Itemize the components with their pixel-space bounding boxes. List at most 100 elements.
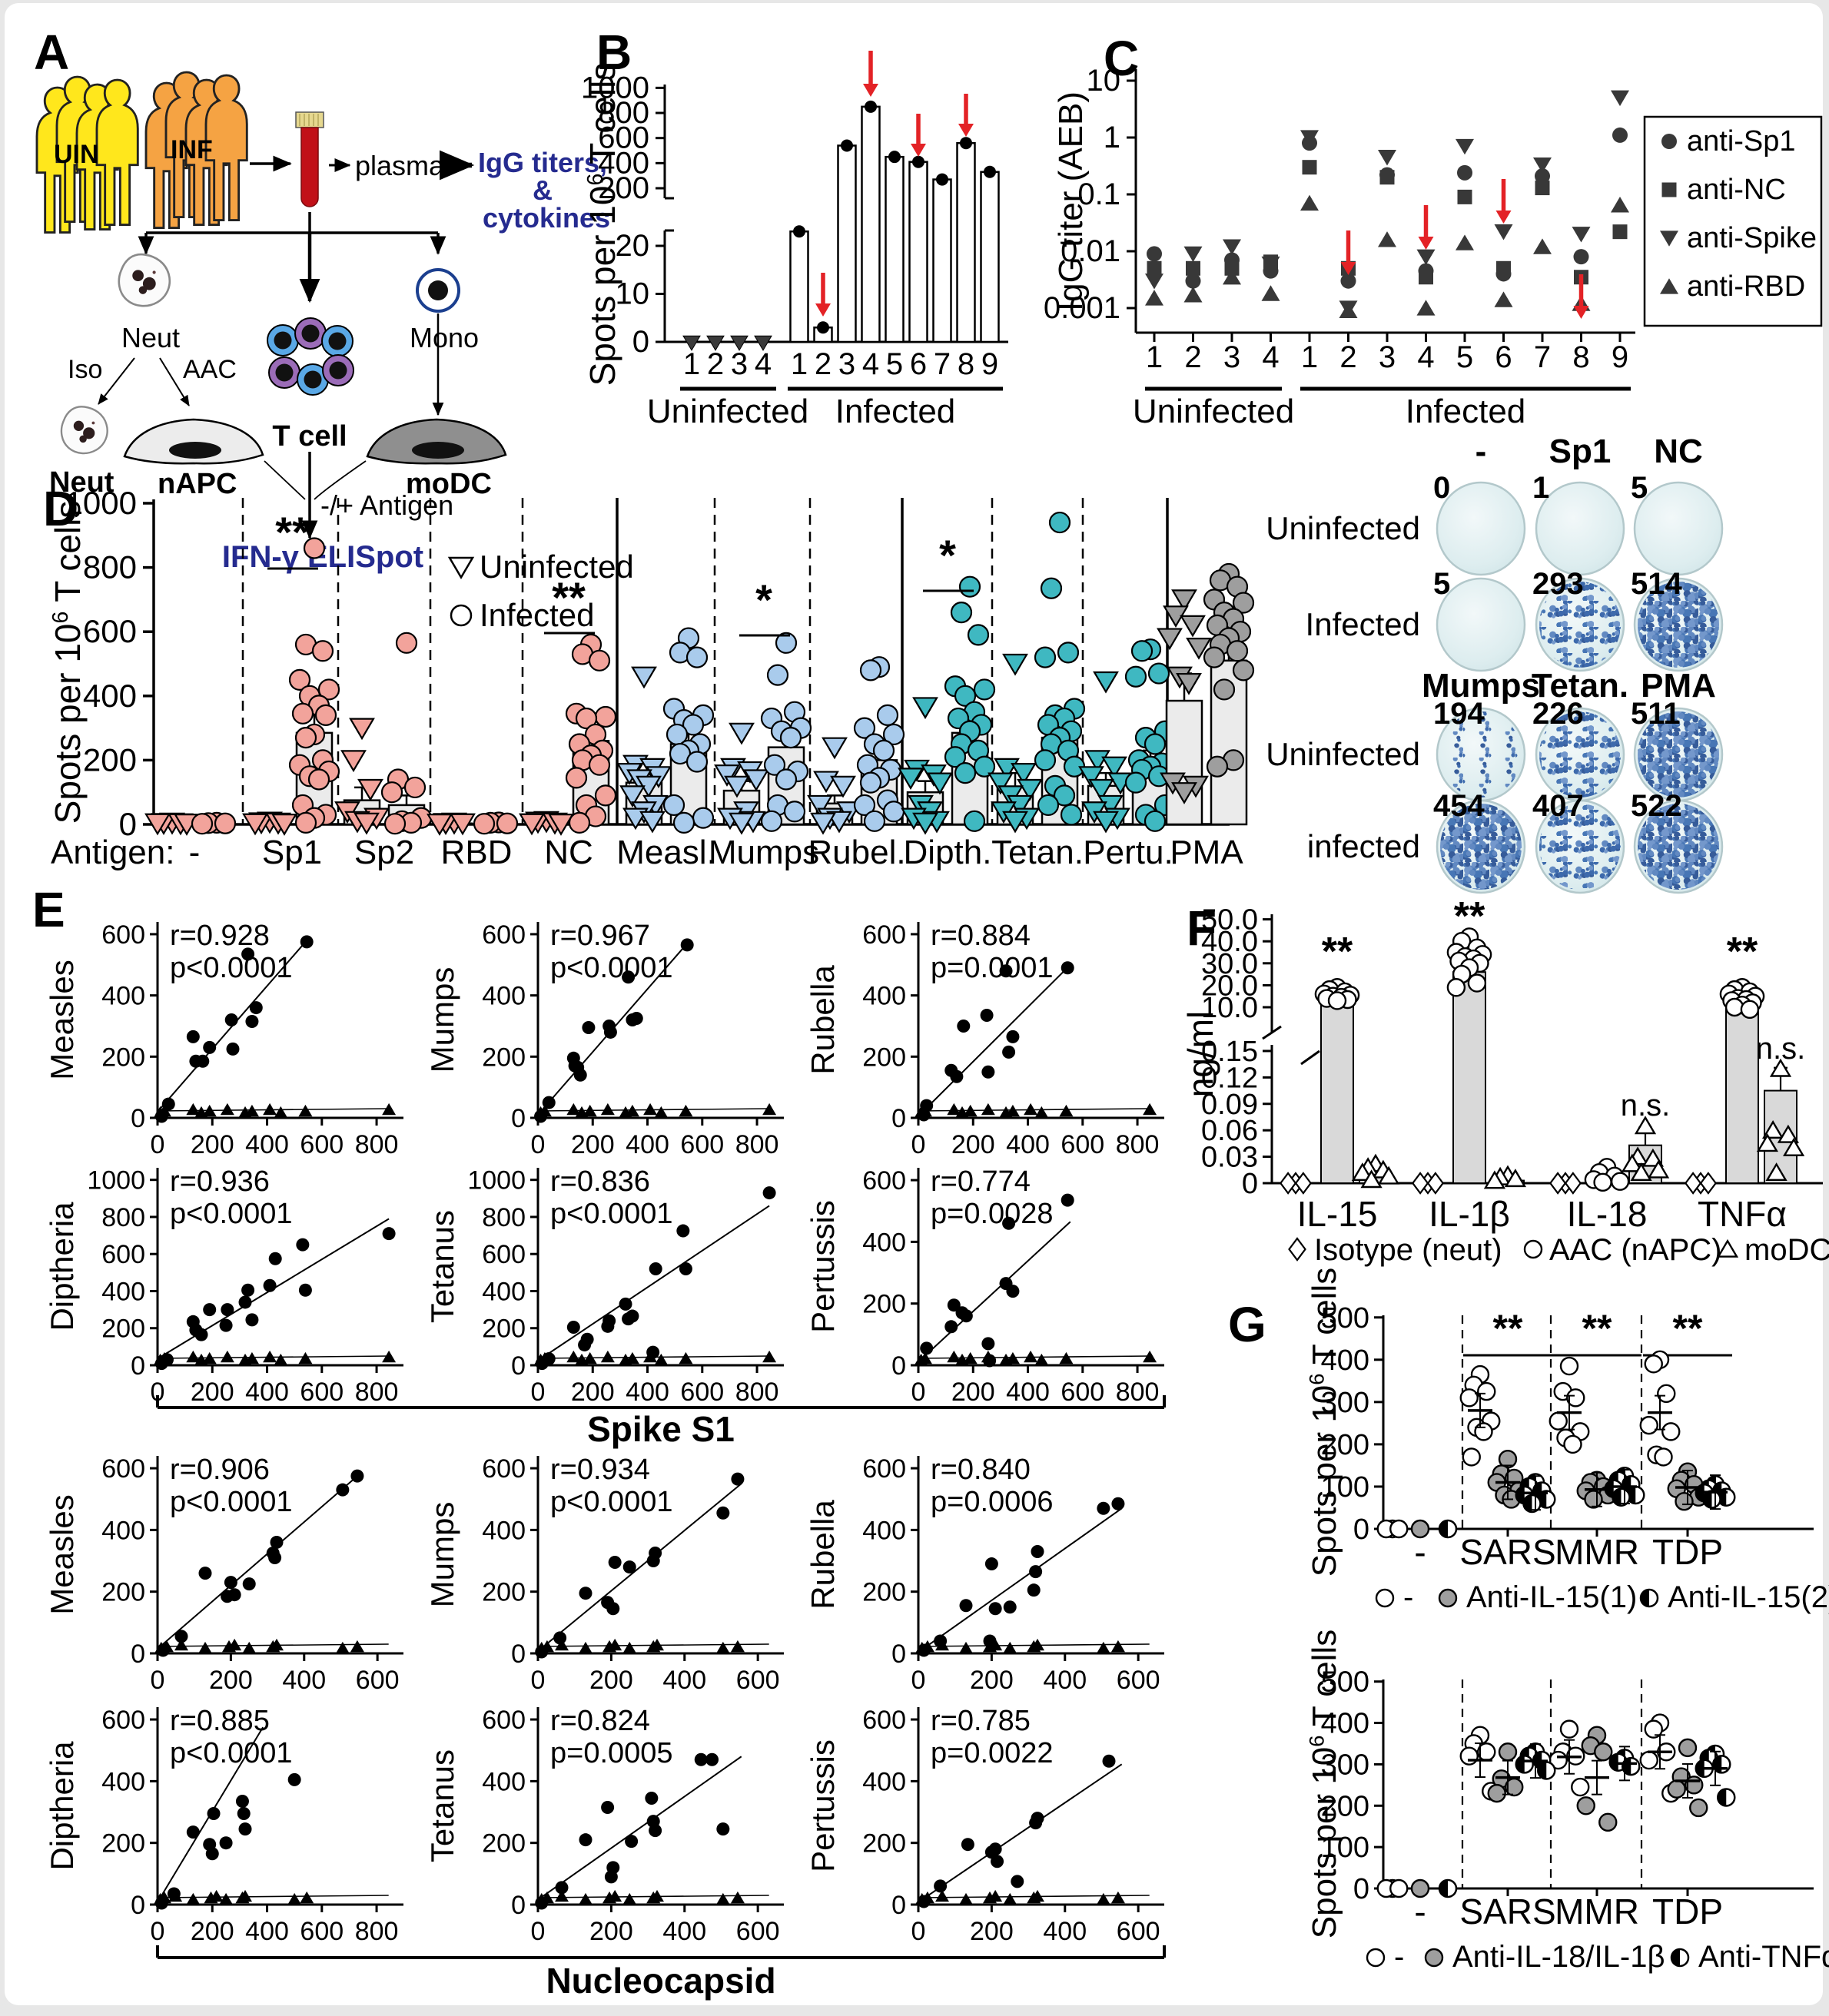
svg-text:400: 400 bbox=[1006, 1130, 1050, 1159]
svg-text:400: 400 bbox=[101, 982, 145, 1011]
svg-text:7: 7 bbox=[1534, 340, 1551, 374]
svg-text:0.06: 0.06 bbox=[1201, 1115, 1258, 1147]
svg-text:r=0.906: r=0.906 bbox=[170, 1454, 270, 1486]
svg-text:Infected: Infected bbox=[1306, 606, 1420, 642]
svg-text:200: 200 bbox=[482, 1043, 526, 1072]
svg-text:0: 0 bbox=[531, 1666, 546, 1695]
svg-text:5: 5 bbox=[1456, 340, 1473, 374]
svg-text:Neut: Neut bbox=[121, 322, 180, 353]
svg-text:0: 0 bbox=[151, 1666, 165, 1695]
svg-text:600: 600 bbox=[300, 1378, 344, 1407]
svg-text:Measl.: Measl. bbox=[616, 834, 716, 871]
svg-text:Mumps: Mumps bbox=[424, 1502, 460, 1608]
svg-text:Diptheria: Diptheria bbox=[44, 1741, 80, 1871]
svg-text:Sp2: Sp2 bbox=[354, 834, 414, 871]
svg-text:Rubella: Rubella bbox=[805, 965, 841, 1075]
tcell-cluster-icon bbox=[267, 317, 354, 396]
svg-text:0: 0 bbox=[891, 1351, 906, 1381]
svg-text:anti-RBD: anti-RBD bbox=[1687, 270, 1805, 303]
svg-text:TDP: TDP bbox=[1652, 1532, 1723, 1572]
svg-text:2: 2 bbox=[815, 347, 832, 381]
svg-text:r=0.824: r=0.824 bbox=[550, 1705, 650, 1737]
svg-text:600: 600 bbox=[1061, 1130, 1104, 1159]
svg-text:800: 800 bbox=[598, 96, 649, 130]
svg-text:400: 400 bbox=[282, 1666, 326, 1695]
panel-g-label: G bbox=[1228, 1297, 1266, 1352]
svg-text:200: 200 bbox=[101, 1578, 145, 1607]
svg-text:n.s.: n.s. bbox=[1756, 1032, 1805, 1066]
svg-text:Uninfected: Uninfected bbox=[647, 393, 808, 430]
svg-text:0: 0 bbox=[911, 1130, 926, 1159]
svg-text:Measles: Measles bbox=[44, 1494, 80, 1614]
svg-text:Tetanus: Tetanus bbox=[424, 1210, 460, 1323]
panel-d-label: D bbox=[43, 481, 79, 536]
svg-text:600: 600 bbox=[300, 1130, 344, 1159]
svg-text:0: 0 bbox=[531, 1130, 546, 1159]
svg-text:454: 454 bbox=[1433, 789, 1485, 823]
elispot-well: 0 bbox=[1433, 471, 1526, 576]
svg-text:200: 200 bbox=[191, 1130, 234, 1159]
svg-text:800: 800 bbox=[355, 1917, 399, 1946]
svg-text:cytokines: cytokines bbox=[483, 202, 610, 234]
svg-text:1: 1 bbox=[1532, 471, 1549, 505]
panel-f-chart: 10.020.030.040.050.000.030.060.090.120.1… bbox=[1180, 894, 1829, 1267]
svg-text:Pertussis: Pertussis bbox=[805, 1739, 841, 1872]
svg-text:0.01: 0.01 bbox=[1061, 234, 1120, 268]
svg-text:9: 9 bbox=[1612, 340, 1628, 374]
svg-text:200: 200 bbox=[101, 1315, 145, 1344]
svg-text:Measles: Measles bbox=[44, 960, 80, 1079]
svg-text:200: 200 bbox=[191, 1917, 234, 1946]
svg-text:**: ** bbox=[552, 573, 586, 622]
svg-text:400: 400 bbox=[482, 982, 526, 1011]
svg-text:8: 8 bbox=[1572, 340, 1589, 374]
svg-text:Tetan.: Tetan. bbox=[1532, 667, 1628, 705]
svg-text:T cell: T cell bbox=[272, 420, 347, 453]
svg-text:Anti-IL-15(2): Anti-IL-15(2) bbox=[1668, 1580, 1829, 1614]
svg-text:p=0.0006: p=0.0006 bbox=[931, 1486, 1054, 1518]
svg-text:IgG titers,: IgG titers, bbox=[478, 147, 607, 178]
svg-text:0: 0 bbox=[911, 1378, 926, 1407]
svg-text:200: 200 bbox=[571, 1378, 615, 1407]
svg-text:p=0.0028: p=0.0028 bbox=[931, 1198, 1054, 1230]
svg-text:20: 20 bbox=[616, 229, 650, 263]
svg-text:Diptheria: Diptheria bbox=[44, 1202, 80, 1331]
svg-text:500: 500 bbox=[1321, 1666, 1369, 1699]
svg-text:200: 200 bbox=[970, 1917, 1014, 1946]
svg-text:-: - bbox=[1475, 433, 1487, 470]
svg-text:7: 7 bbox=[934, 347, 951, 381]
svg-text:400: 400 bbox=[626, 1378, 669, 1407]
svg-text:p<0.0001: p<0.0001 bbox=[550, 1486, 673, 1518]
svg-text:-/+ Antigen: -/+ Antigen bbox=[320, 489, 453, 521]
elispot-well: 522 bbox=[1631, 789, 1724, 894]
svg-text:-: - bbox=[1414, 1892, 1426, 1931]
svg-text:400: 400 bbox=[1043, 1666, 1087, 1695]
elispot-well: 5 bbox=[1433, 567, 1526, 672]
svg-text:400: 400 bbox=[1006, 1378, 1050, 1407]
svg-text:200: 200 bbox=[83, 741, 137, 778]
svg-text:**: ** bbox=[1727, 930, 1758, 974]
svg-text:200: 200 bbox=[598, 171, 649, 205]
svg-text:0: 0 bbox=[119, 806, 137, 842]
svg-text:200: 200 bbox=[951, 1130, 995, 1159]
svg-text:300: 300 bbox=[1321, 1387, 1369, 1419]
svg-text:600: 600 bbox=[862, 1166, 906, 1195]
svg-text:5: 5 bbox=[886, 347, 903, 381]
svg-text:0: 0 bbox=[1353, 1514, 1369, 1546]
svg-text:800: 800 bbox=[83, 549, 137, 585]
svg-text:400: 400 bbox=[662, 1917, 706, 1946]
svg-text:n.s.: n.s. bbox=[1621, 1089, 1670, 1122]
svg-text:PMA: PMA bbox=[1641, 667, 1716, 705]
svg-text:200: 200 bbox=[482, 1578, 526, 1607]
svg-text:Spots per 106 T cells: Spots per 106 T cells bbox=[1305, 1630, 1343, 1938]
svg-text:1000: 1000 bbox=[65, 485, 137, 521]
svg-text:200: 200 bbox=[862, 1578, 906, 1607]
svg-text:20.0: 20.0 bbox=[1201, 970, 1258, 1002]
